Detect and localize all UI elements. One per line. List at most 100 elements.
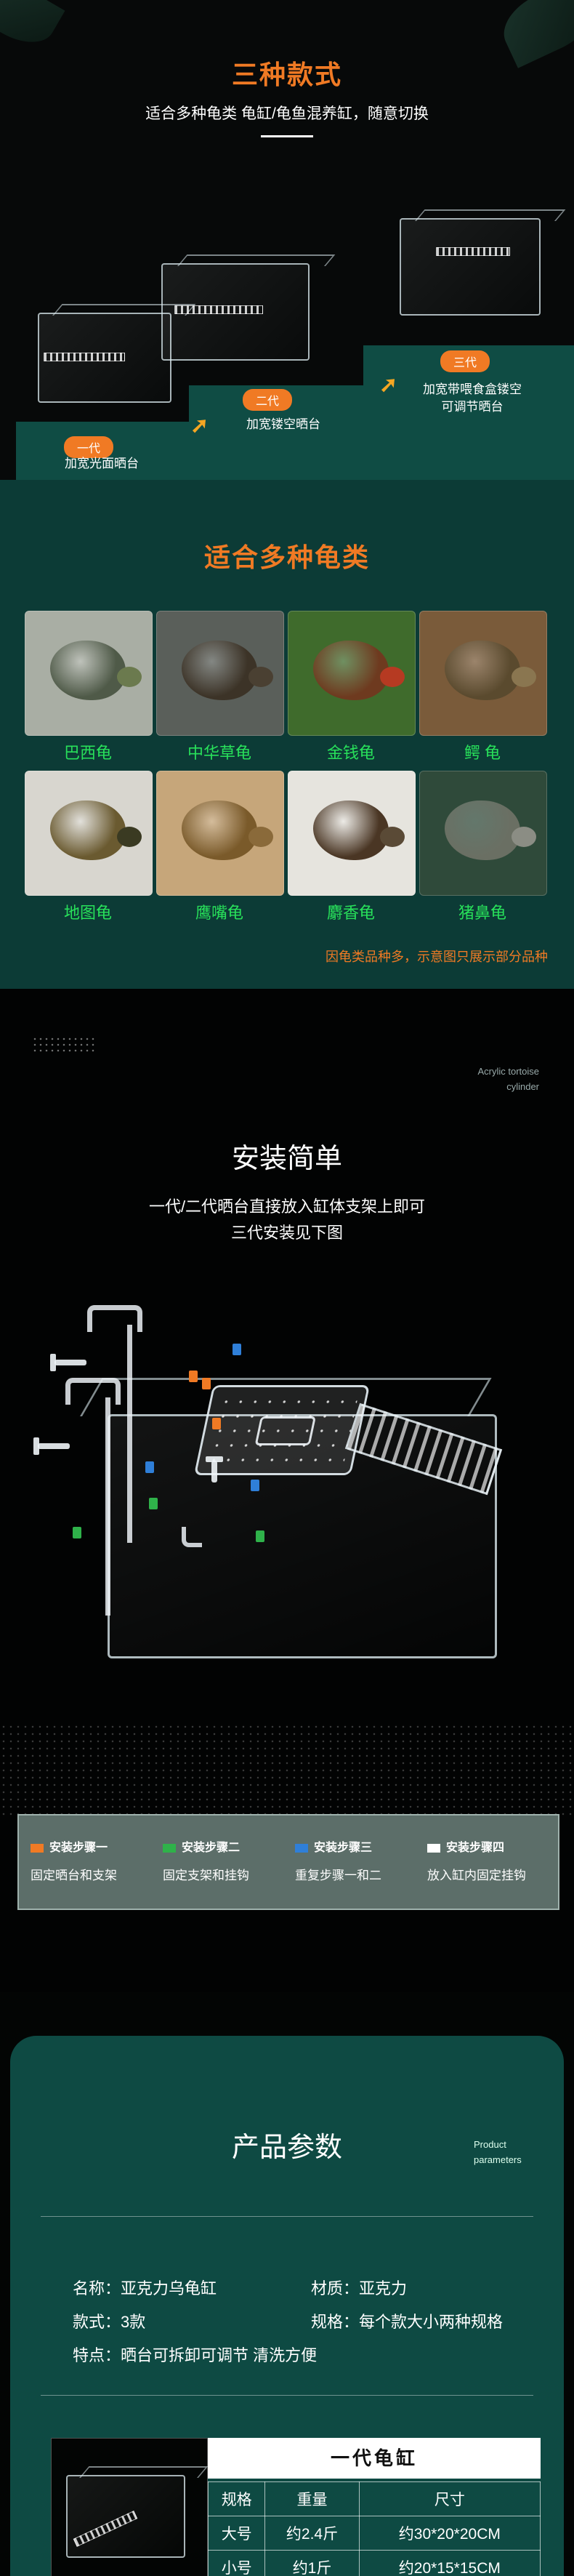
gen1-badge: 一代 bbox=[64, 436, 114, 458]
hook-bracket-back bbox=[87, 1305, 142, 1332]
species-name: 金钱龟 bbox=[326, 744, 375, 762]
species-name: 猪鼻龟 bbox=[458, 904, 506, 922]
orange-clip-icon bbox=[189, 1371, 198, 1382]
species-name: 中华草龟 bbox=[187, 744, 251, 762]
hook-bracket-back-leg bbox=[127, 1325, 132, 1543]
gen3-caption: 加宽带喂食盒镂空 可调节晒台 bbox=[396, 381, 549, 416]
turtle-shell bbox=[182, 641, 257, 700]
gen2-caption: 加宽镂空晒台 bbox=[246, 417, 320, 431]
params-section: 产品参数 Product parameters 名称：亚克力乌龟缸 材质：亚克力… bbox=[0, 1992, 574, 2576]
install-steps-legend: 安装步骤一固定晒台和支架安装步骤二固定支架和挂钩安装步骤三重复步骤一和二安装步骤… bbox=[17, 1814, 559, 1910]
species-photo bbox=[25, 611, 153, 736]
species-section: 适合多种龟类 巴西龟中华草龟金钱龟鳄 龟地图龟鹰嘴龟麝香龟猪鼻龟 因龟类品种多，… bbox=[0, 480, 574, 989]
leaf-decoration-left bbox=[0, 0, 65, 55]
species-note: 因龟类品种多，示意图只展示部分品种 bbox=[326, 950, 548, 964]
particle-wave-decoration bbox=[0, 1723, 574, 1818]
turtle-head bbox=[248, 667, 273, 687]
green-clip-icon bbox=[73, 1527, 81, 1538]
gen3-badge: 三代 bbox=[440, 350, 490, 372]
divider-line bbox=[41, 2395, 533, 2396]
install-en-line2: cylinder bbox=[506, 1080, 539, 1092]
turtle-head bbox=[380, 667, 405, 687]
species-title: 适合多种龟类 bbox=[203, 542, 370, 572]
hook-part-image bbox=[182, 1527, 202, 1547]
arrow-right-icon: ➚ bbox=[379, 373, 398, 397]
arrow-right-icon: ➚ bbox=[190, 414, 209, 438]
table-header-cell: 规格 bbox=[207, 2481, 266, 2516]
hook-bracket-front bbox=[65, 1378, 121, 1405]
table-header-row: 规格重量尺寸 bbox=[207, 2481, 541, 2516]
table-row: 小号约1斤约20*15*15CM bbox=[207, 2550, 541, 2576]
green-clip-icon bbox=[256, 1530, 264, 1542]
install-desc-line2: 三代安装见下图 bbox=[230, 1224, 343, 1242]
blue-clip-icon bbox=[251, 1480, 259, 1491]
spec-size: 规格：每个款大小两种规格 bbox=[311, 2313, 504, 2331]
install-step: 安装步骤四放入缸内固定挂钩 bbox=[427, 1837, 558, 1883]
params-title: 产品参数 bbox=[231, 2132, 342, 2163]
install-step-title: 安装步骤四 bbox=[427, 1837, 558, 1855]
turtle-head bbox=[248, 827, 273, 847]
species-name: 巴西龟 bbox=[63, 744, 112, 762]
install-step-title-text: 安装步骤四 bbox=[446, 1842, 505, 1854]
feeding-box-opening bbox=[254, 1416, 317, 1445]
step-color-swatch bbox=[427, 1843, 440, 1853]
species-photo bbox=[288, 771, 416, 896]
table-header-cell: 尺寸 bbox=[358, 2481, 541, 2516]
styles-title: 三种款式 bbox=[231, 60, 342, 89]
spec-material: 材质：亚克力 bbox=[311, 2279, 408, 2298]
turtle-shell bbox=[313, 641, 389, 700]
gen1-ramp bbox=[44, 353, 125, 361]
turtle-head bbox=[117, 827, 142, 847]
step-color-swatch bbox=[295, 1843, 308, 1853]
gen1-caption: 加宽光面晒台 bbox=[65, 457, 139, 470]
species-photo bbox=[288, 611, 416, 736]
dot-grid-decoration bbox=[32, 1036, 97, 1054]
gen2-ramp bbox=[174, 305, 263, 314]
install-step-title-text: 安装步骤三 bbox=[314, 1842, 373, 1854]
species-photo bbox=[156, 771, 284, 896]
install-step-title-text: 安装步骤一 bbox=[49, 1842, 108, 1854]
params-en-line2: parameters bbox=[474, 2154, 522, 2165]
species-name: 麝香龟 bbox=[326, 904, 375, 922]
table-cell: 约30*20*20CM bbox=[358, 2516, 541, 2551]
spec-feature: 特点：晒台可拆卸可调节 清洗方便 bbox=[73, 2346, 318, 2364]
turtle-shell bbox=[182, 801, 257, 860]
turtle-shell bbox=[445, 801, 520, 860]
spec-styles: 款式：3款 bbox=[73, 2313, 146, 2331]
table-cell: 约1斤 bbox=[264, 2550, 360, 2576]
install-step-title-text: 安装步骤二 bbox=[182, 1842, 240, 1854]
install-step: 安装步骤二固定支架和挂钩 bbox=[163, 1837, 294, 1883]
install-step-desc: 固定晒台和支架 bbox=[31, 1869, 117, 1882]
screw-icon bbox=[211, 1461, 217, 1482]
table-cell: 约2.4斤 bbox=[264, 2516, 360, 2551]
table-header-cell: 重量 bbox=[264, 2481, 360, 2516]
install-desc-line1: 一代/二代晒台直接放入缸体支架上即可 bbox=[148, 1197, 426, 1216]
install-en-line1: Acrylic tortoise bbox=[477, 1066, 539, 1077]
divider-line bbox=[41, 2216, 533, 2217]
screw-icon bbox=[33, 1437, 70, 1455]
gen3-caption-line1: 加宽带喂食盒镂空 bbox=[423, 382, 522, 396]
install-step-desc: 重复步骤一和二 bbox=[295, 1869, 381, 1882]
turtle-shell bbox=[313, 801, 389, 860]
orange-clip-icon bbox=[202, 1378, 211, 1389]
gen3-ramp bbox=[436, 247, 510, 256]
install-en-label: Acrylic tortoise cylinder bbox=[477, 1064, 539, 1095]
species-photo bbox=[156, 611, 284, 736]
blue-clip-icon bbox=[233, 1344, 241, 1355]
gen2-badge: 二代 bbox=[243, 389, 293, 411]
install-step-desc: 固定支架和挂钩 bbox=[163, 1869, 249, 1882]
blue-clip-icon bbox=[145, 1461, 154, 1473]
install-step: 安装步骤一固定晒台和支架 bbox=[31, 1837, 161, 1883]
styles-section: 三种款式 适合多种龟类 龟缸/龟鱼混养缸，随意切换 一代 加宽光面晒台 ➚ 二代… bbox=[0, 0, 574, 480]
orange-clip-icon bbox=[212, 1418, 221, 1429]
install-step: 安装步骤三重复步骤一和二 bbox=[295, 1837, 426, 1883]
table-row: 大号约2.4斤约30*20*20CM bbox=[207, 2516, 541, 2551]
species-name: 地图龟 bbox=[63, 904, 112, 922]
table-cell: 大号 bbox=[207, 2516, 266, 2551]
table-cell: 约20*15*15CM bbox=[358, 2550, 541, 2576]
install-section: Acrylic tortoise cylinder 安装简单 一代/二代晒台直接… bbox=[0, 989, 574, 1992]
table-title: 一代龟缸 bbox=[208, 2438, 541, 2479]
species-name: 鳄 龟 bbox=[464, 744, 501, 762]
